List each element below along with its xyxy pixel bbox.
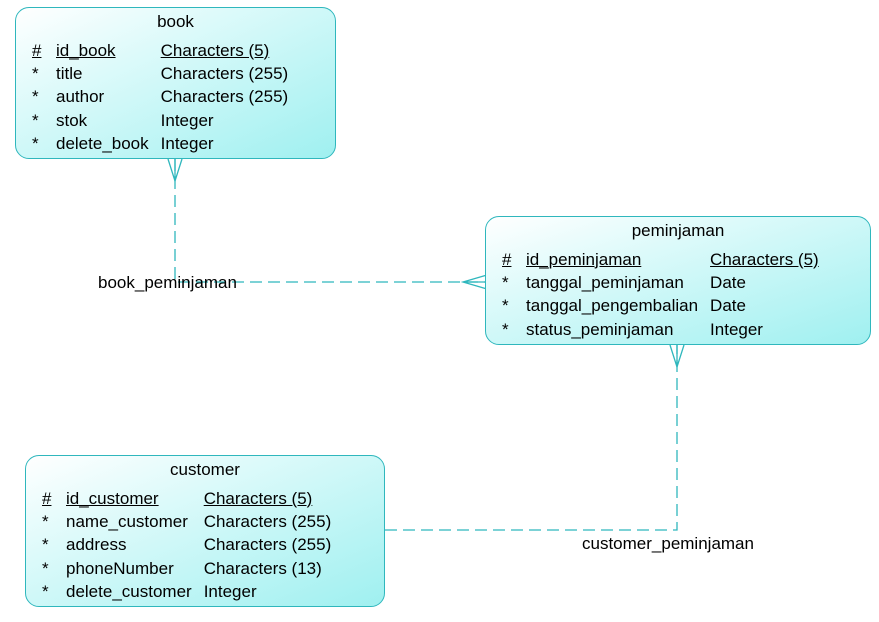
attribute-marker: *: [42, 558, 49, 578]
attribute-type: Integer: [203, 582, 257, 602]
attribute-row: * tanggal_peminjaman Date: [502, 271, 819, 294]
attribute-name: id_book: [56, 40, 116, 60]
attribute-list: # id_customer Characters (5) * name_cust…: [42, 487, 331, 604]
attribute-name: title: [56, 64, 83, 84]
attribute-name: author: [56, 87, 105, 107]
attribute-row: * delete_customer Integer: [42, 581, 331, 604]
entity-book[interactable]: book # id_book Characters (5) * title Ch…: [15, 7, 336, 159]
attribute-name: address: [66, 535, 127, 555]
attribute-list: # id_peminjaman Characters (5) * tanggal…: [502, 248, 819, 342]
attribute-marker: #: [32, 40, 42, 60]
attribute-name: delete_customer: [66, 582, 192, 602]
relationship-label-book-peminjaman[interactable]: book_peminjaman: [98, 273, 237, 292]
attribute-type: Characters (5): [710, 249, 819, 269]
attribute-type: Characters (13): [203, 558, 322, 578]
attribute-type: Characters (5): [203, 488, 313, 508]
attribute-marker: *: [32, 64, 39, 84]
entity-peminjaman[interactable]: peminjaman # id_peminjaman Characters (5…: [485, 216, 871, 345]
attribute-name: tanggal_pengembalian: [526, 296, 699, 316]
attribute-name: id_peminjaman: [526, 249, 642, 269]
attribute-marker: *: [42, 535, 49, 555]
attribute-marker: #: [42, 488, 52, 508]
attribute-type: Integer: [710, 319, 763, 339]
attribute-type: Characters (255): [160, 64, 289, 84]
attribute-marker: *: [32, 87, 39, 107]
attribute-type: Characters (255): [160, 87, 289, 107]
attribute-name: stok: [56, 110, 88, 130]
attribute-row: * tanggal_pengembalian Date: [502, 295, 819, 318]
attribute-name: name_customer: [66, 512, 188, 532]
attribute-row: * author Characters (255): [32, 86, 288, 109]
attribute-type: Integer: [160, 110, 214, 130]
attribute-row: * title Characters (255): [32, 62, 288, 85]
peminjaman-crowsfoot-bottom-icon: [669, 344, 685, 370]
attribute-row: * name_customer Characters (255): [42, 510, 331, 533]
entity-title: peminjaman: [631, 221, 725, 240]
attribute-marker: *: [42, 512, 49, 532]
entity-customer[interactable]: customer # id_customer Characters (5) * …: [25, 455, 385, 607]
attribute-list: # id_book Characters (5) * title Charact…: [32, 39, 288, 156]
entity-title: customer: [170, 460, 240, 479]
attribute-name: phoneNumber: [66, 558, 174, 578]
entity-title: book: [157, 12, 194, 31]
attribute-marker: *: [502, 319, 509, 339]
peminjaman-crowsfoot-left-icon: [460, 274, 488, 290]
attribute-marker: #: [502, 249, 512, 269]
attribute-name: id_customer: [66, 488, 159, 508]
attribute-marker: *: [502, 296, 509, 316]
attribute-row: * delete_book Integer: [32, 133, 288, 156]
attribute-row: * address Characters (255): [42, 534, 331, 557]
attribute-type: Characters (255): [203, 535, 332, 555]
book-crowsfoot-icon: [167, 158, 183, 184]
attribute-type: Characters (255): [203, 512, 332, 532]
attribute-type: Integer: [160, 134, 214, 154]
attribute-marker: *: [32, 134, 39, 154]
attribute-name: delete_book: [56, 134, 149, 154]
attribute-marker: *: [32, 110, 39, 130]
attribute-name: tanggal_peminjaman: [526, 273, 684, 293]
attribute-marker: *: [42, 582, 49, 602]
attribute-type: Characters (5): [160, 40, 270, 60]
attribute-type: Date: [710, 273, 746, 293]
attribute-type: Date: [710, 296, 746, 316]
book-peminjaman-line: [174, 159, 487, 283]
attribute-marker: *: [502, 273, 509, 293]
attribute-row: # id_book Characters (5): [32, 39, 288, 62]
attribute-row: * phoneNumber Characters (13): [42, 557, 331, 580]
attribute-row: * status_peminjaman Integer: [502, 318, 819, 341]
customer-peminjaman-line: [385, 345, 678, 531]
attribute-row: * stok Integer: [32, 109, 288, 132]
attribute-name: status_peminjaman: [526, 319, 674, 339]
attribute-row: # id_customer Characters (5): [42, 487, 331, 510]
relationship-label-customer-peminjaman[interactable]: customer_peminjaman: [582, 534, 754, 553]
attribute-row: # id_peminjaman Characters (5): [502, 248, 819, 271]
